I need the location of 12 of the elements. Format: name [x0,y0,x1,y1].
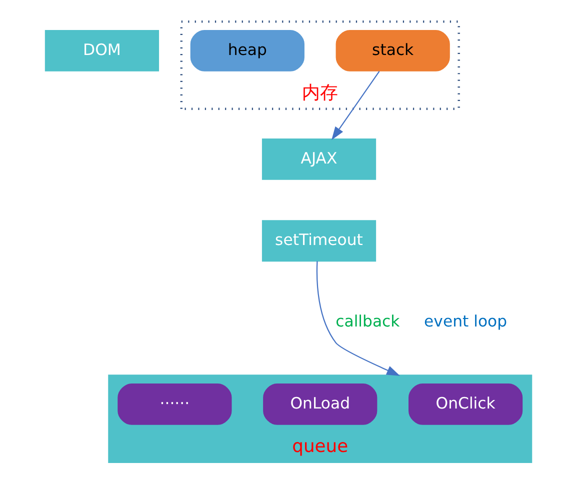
arrow [331,70,380,140]
node-box: DOM [44,30,159,72]
node-box: OnClick [408,384,522,425]
node-box: heap [190,30,304,72]
label: event loop [424,312,507,331]
node-box: AJAX [261,138,376,180]
node-box: ······ [117,384,232,425]
node-box: stack [335,30,450,72]
edge-label: callback [335,312,400,331]
node-box: OnLoad [262,384,377,425]
arrow [316,261,400,376]
node-box: setTimeout [261,220,376,262]
